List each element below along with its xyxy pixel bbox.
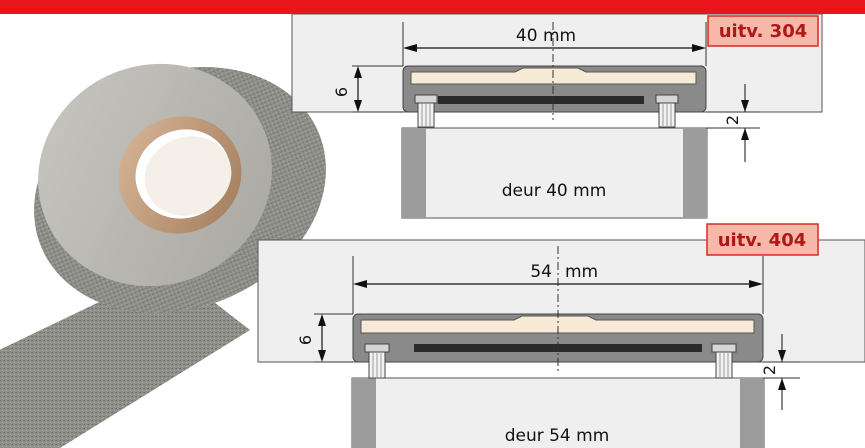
width-label-304: 40 mm — [516, 26, 576, 46]
door-edge-left-304 — [402, 128, 426, 218]
header-bar — [0, 0, 865, 14]
brush-right-304 — [655, 94, 679, 128]
arrow-up-404 — [318, 314, 326, 326]
gap-arrow-lower-304 — [741, 128, 749, 140]
width-label-num-404: 54 — [530, 262, 552, 282]
roll-hole-shadow — [144, 136, 232, 216]
brush-left-404 — [364, 343, 390, 379]
height-label-404: 6 — [296, 335, 315, 345]
door-edge-left-404 — [352, 378, 376, 448]
arrow-left-404 — [353, 280, 367, 288]
door-edge-right-304 — [683, 128, 707, 218]
door-label-404: deur 54 mm — [505, 426, 610, 446]
height-label-304: 6 — [332, 87, 351, 97]
door-404 — [351, 377, 765, 448]
gap-label-404: 2 — [760, 365, 779, 375]
diagram-304: 40 mm 6 2 uitv. 304 deur 40 mm — [291, 13, 823, 219]
gap-label-304: 2 — [723, 115, 742, 125]
tape-roll-image — [0, 63, 326, 448]
gap-arrow-lower-404 — [778, 378, 786, 390]
insert-404 — [360, 315, 755, 334]
seal-304 — [438, 96, 644, 104]
tape-strip — [0, 268, 250, 448]
badge-304 — [707, 15, 819, 47]
badge-404 — [706, 223, 819, 256]
brush-right-404 — [711, 343, 737, 379]
brush-left-304 — [414, 94, 438, 128]
arrow-left-304 — [403, 44, 417, 52]
arrow-up-304 — [354, 66, 362, 78]
door-label-304: deur 40 mm — [502, 181, 607, 201]
arrow-right-404 — [749, 280, 763, 288]
door-edge-right-404 — [740, 378, 764, 448]
badge-label-404: uitv. 404 — [718, 230, 807, 251]
arrow-down-304 — [354, 100, 362, 112]
gap-arrow-upper-304 — [741, 100, 749, 112]
gap-arrow-upper-404 — [778, 350, 786, 362]
arrow-right-304 — [692, 44, 706, 52]
diagram-404: 54 mm 6 2 uitv. 404 deur 54 mm — [257, 223, 865, 448]
badge-label-304: uitv. 304 — [719, 21, 808, 42]
width-label-unit-404: mm — [565, 262, 598, 282]
arrow-down-404 — [318, 350, 326, 362]
door-304 — [401, 127, 708, 219]
